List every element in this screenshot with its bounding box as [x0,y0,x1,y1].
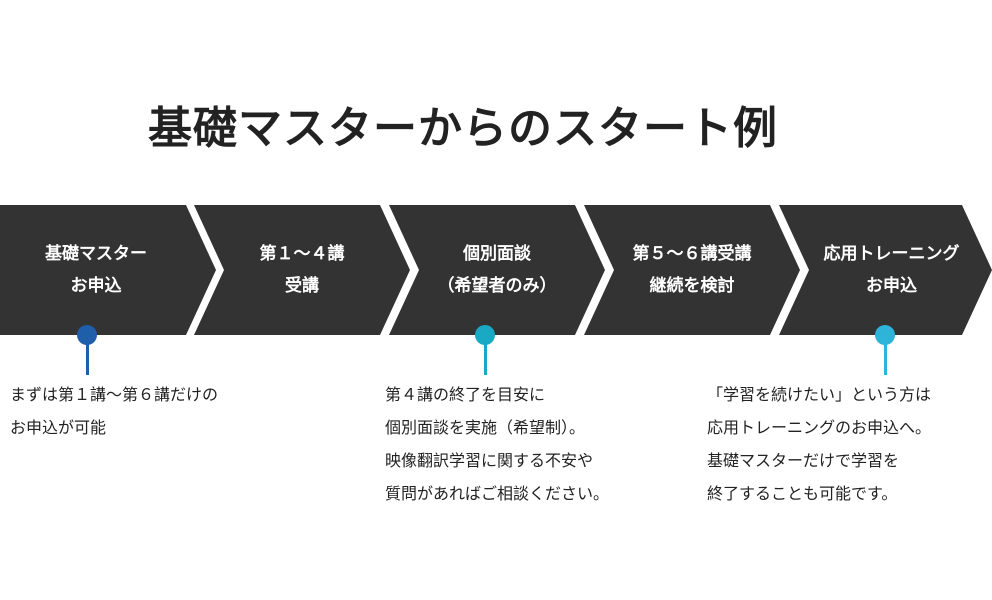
step-3-note-line: 質問があればご相談ください。 [385,484,610,503]
step-5-marker-stem [884,343,887,375]
step-1-label-line1: 基礎マスター [45,244,147,264]
step-4-label-line1: 第５～６講受講 [632,244,752,264]
step-3-note: 第４講の終了を目安に 個別面談を実施（希望制）。 映像翻訳学習に関する不安や 質… [385,378,609,510]
step-5-note: 「学習を続けたい」という方は 応用トレーニングのお申込へ。 基礎マスターだけで学… [707,378,931,510]
step-1-note-line: お申込が可能 [10,418,107,437]
step-3-marker-stem [484,343,487,375]
step-2-label-line2: 受講 [285,276,319,296]
step-1-marker-dot [77,325,97,345]
step-3-note-line: 映像翻訳学習に関する不安や [385,451,594,470]
step-1-chevron: 基礎マスター お申込 [0,205,216,335]
step-1-marker-stem [86,343,89,375]
step-1-note: まずは第１講〜第６講だけの お申込が可能 [10,378,218,444]
step-5-note-line: 基礎マスターだけで学習を [707,451,900,470]
step-5-label-line2: お申込 [866,276,917,296]
step-5-marker-dot [875,325,895,345]
step-5-note-line: 応用トレーニングのお申込へ。 [707,418,932,437]
step-4-label-line2: 継続を検討 [649,276,735,296]
step-2-label-line1: 第１～４講 [259,244,345,264]
step-5-chevron: 応用トレーニング お申込 [779,205,992,335]
step-5-note-line: 終了することも可能です。 [707,484,898,503]
step-3-note-line: 個別面談を実施（希望制）。 [385,418,586,437]
process-flow: 基礎マスター お申込 第１～４講 受講 個別面談 （希望者のみ） 第５～６講受講… [0,205,992,335]
step-2-chevron: 第１～４講 受講 [194,205,410,335]
step-3-chevron: 個別面談 （希望者のみ） [389,205,605,335]
step-1-note-line: まずは第１講〜第６講だけの [10,385,219,404]
step-3-marker-dot [475,325,495,345]
step-5-label-line1: 応用トレーニング [823,244,960,264]
step-5-note-line: 「学習を続けたい」という方は [707,385,932,404]
step-3-label-line1: 個別面談 [463,244,531,264]
step-3-label-line2: （希望者のみ） [437,276,557,296]
page-title: 基礎マスターからのスタート例 [148,103,778,154]
step-4-chevron: 第５～６講受講 継続を検討 [584,205,800,335]
step-1-label-line2: お申込 [70,276,122,296]
step-3-note-line: 第４講の終了を目安に [385,385,546,404]
